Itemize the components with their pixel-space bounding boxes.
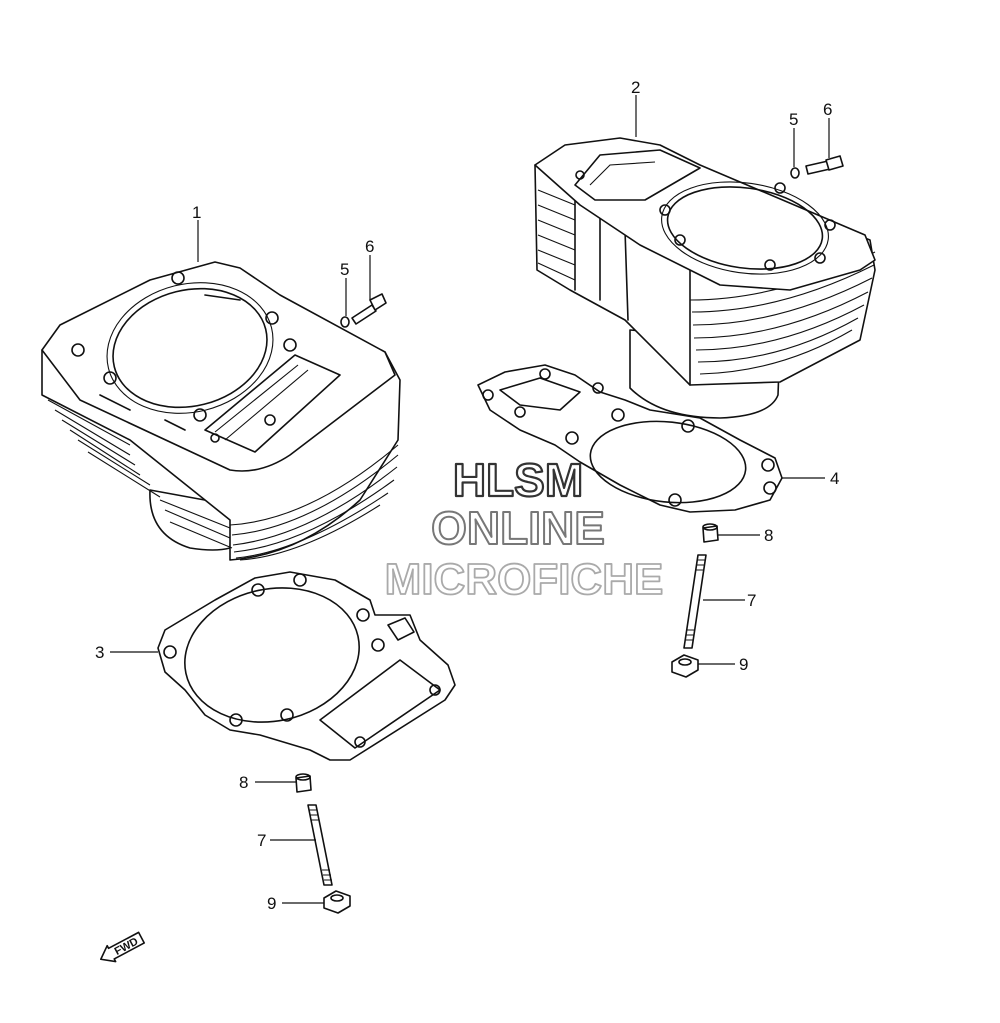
nut-part-9-left <box>323 890 351 914</box>
callout-7-left: 7 <box>257 831 266 850</box>
watermark-line-3: MICROFICHE <box>385 555 664 604</box>
callout-2: 2 <box>631 78 640 97</box>
callout-5-right: 5 <box>789 110 798 129</box>
watermark-line-1: HLSM <box>453 454 583 506</box>
callout-8-left: 8 <box>239 773 248 792</box>
forward-direction-arrow: FWD <box>100 931 146 963</box>
oring-part-5-left <box>340 316 350 328</box>
watermark: HLSM ONLINE MICROFICHE <box>384 453 664 605</box>
oring-part-5-right <box>790 167 800 179</box>
callout-5-left: 5 <box>340 260 349 279</box>
callout-7-right: 7 <box>747 591 756 610</box>
leader-lines <box>110 95 830 904</box>
fitting-part-6-right <box>805 155 844 175</box>
callout-6-left: 6 <box>365 237 374 256</box>
callout-numbers: 1 2 3 4 5 6 5 6 8 7 9 8 7 9 <box>95 78 839 913</box>
callout-6-right: 6 <box>823 100 832 119</box>
fwd-label: FWD <box>113 936 141 958</box>
nut-part-9-right <box>671 654 699 678</box>
cylinder-front-part-1 <box>41 261 401 561</box>
stud-part-7-right <box>683 554 707 649</box>
gasket-front-part-3 <box>157 571 456 761</box>
stud-part-7-left <box>307 804 333 886</box>
callout-8-right: 8 <box>764 526 773 545</box>
callout-1: 1 <box>192 203 201 222</box>
callout-3: 3 <box>95 643 104 662</box>
watermark-line-2: ONLINE <box>431 502 605 554</box>
callout-4: 4 <box>830 469 839 488</box>
cylinder-rear-part-2 <box>534 137 876 419</box>
callout-9-right: 9 <box>739 655 748 674</box>
dowel-part-8-left <box>295 773 312 793</box>
callout-9-left: 9 <box>267 894 276 913</box>
dowel-part-8-right <box>702 523 719 543</box>
fitting-part-6-left <box>351 293 387 325</box>
